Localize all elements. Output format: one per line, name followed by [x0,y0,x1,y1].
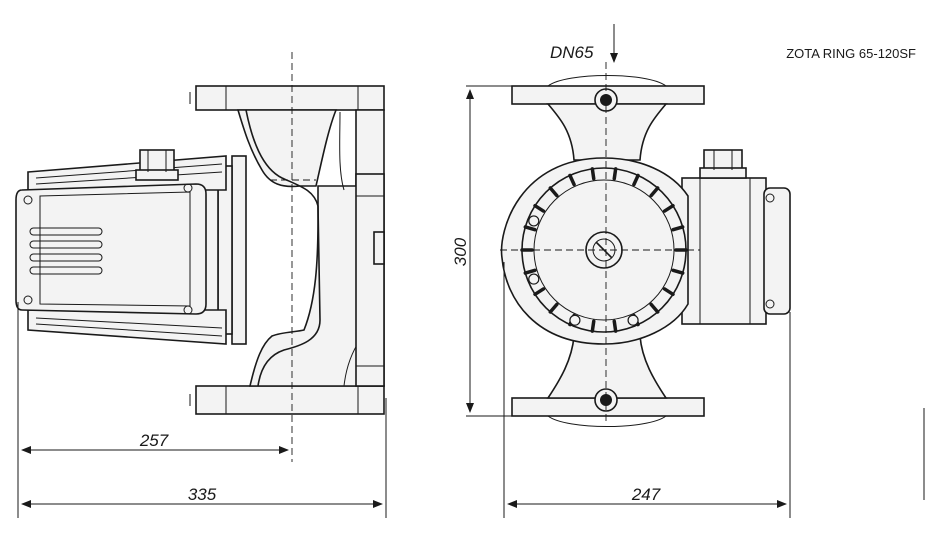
height-dimension: 300 [451,237,470,266]
dn65-label: DN65 [550,43,594,62]
total-length-dimension: 335 [188,485,217,504]
cooling-fin [548,186,559,198]
side-cable-gland [135,149,179,181]
front-bottom-flange [511,335,705,427]
vent-slots [29,227,103,275]
dimension-lines: DN65 300 257 335 247 [17,24,791,518]
cooling-fin [523,268,537,275]
cooling-fin [649,302,660,314]
cooling-fin [671,225,685,232]
front-view [500,62,791,427]
cooling-fin [548,302,559,314]
cover-bolts [528,215,639,326]
cooling-fin [523,225,537,232]
cooling-fin [590,167,596,181]
cooling-fin [612,319,618,333]
side-top-flange [189,85,385,111]
cooling-fin [662,203,675,213]
cooling-fin [568,173,576,187]
cooling-fin [632,173,640,187]
side-bottom-flange [189,385,385,415]
front-terminal-box [681,149,791,325]
axis-distance-dimension: 257 [139,431,169,450]
front-top-flange [511,75,705,161]
cover-bolt [627,314,639,326]
cooling-fin [590,319,596,333]
side-view [15,52,385,462]
width-dimension: 247 [631,485,661,504]
cooling-fin [612,167,618,181]
front-motor-disc [500,157,689,345]
cooling-fin [533,287,546,297]
side-terminal-box [15,183,207,315]
side-motor [27,155,247,345]
cooling-fin [649,186,660,198]
cooling-fin [533,203,546,213]
cooling-fin [662,287,675,297]
model-name: ZOTA RING 65-120SF [786,46,916,61]
cover-bolt [569,314,581,326]
side-pump-body [236,109,385,387]
cover-bolt [528,273,540,285]
cooling-fin [671,268,685,275]
cover-bolt [528,215,540,227]
